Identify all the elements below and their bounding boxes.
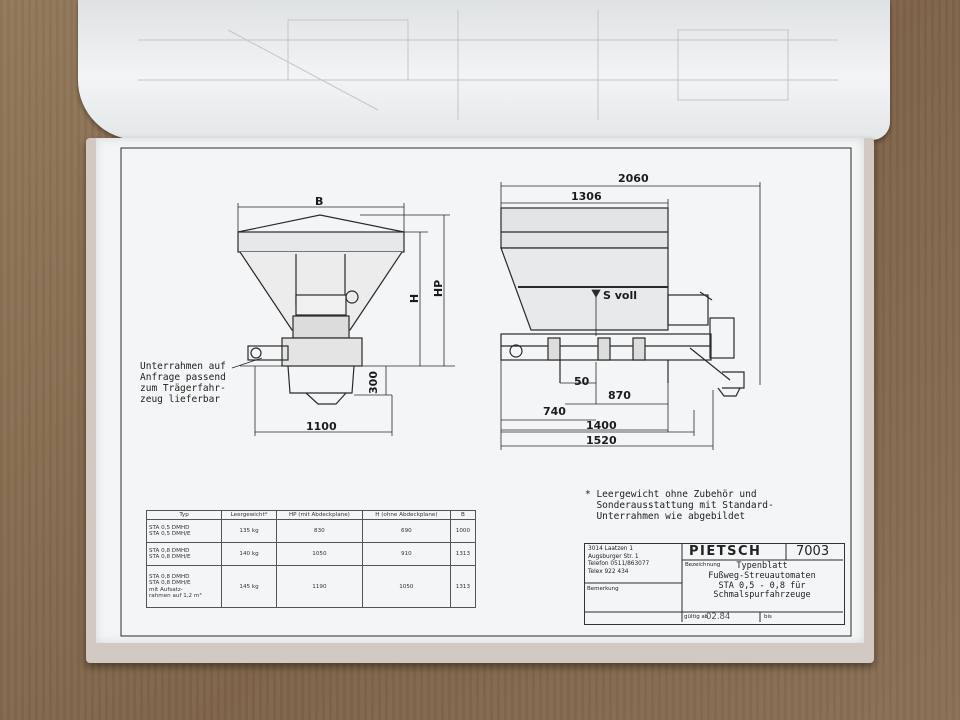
gueltig-ab-label: gültig ab	[684, 614, 709, 620]
dim-hp-label: HP	[432, 279, 446, 298]
note-unterrahmen: Unterrahmen auf Anfrage passend zum Träg…	[140, 361, 226, 405]
table-row: STA 0,5 DMHD STA 0,5 DMH/E 135 kg 830 69…	[145, 518, 477, 544]
folded-top-page	[78, 0, 890, 140]
table-row: STA 0,8 DMHD STA 0,8 DMH/E 140 kg 1050 9…	[145, 542, 477, 567]
cell-h: 910	[361, 542, 451, 567]
bemerkung-label: Bemerkung	[587, 586, 619, 592]
cell-leergewicht: 140 kg	[221, 542, 277, 567]
header-b: B	[449, 510, 477, 520]
table-row: STA 0,8 DMHD STA 0,8 DMH/E mit Aufsatz- …	[145, 565, 477, 608]
bis-label: bis	[764, 614, 772, 620]
title-line: Typenblatt	[736, 561, 788, 571]
bezeichnung-label: Bezeichnung	[685, 562, 721, 568]
faint-bleedthrough-drawing	[138, 10, 838, 120]
dim-h-label: H	[408, 293, 422, 304]
cell-b: 1313	[449, 565, 477, 608]
address-block: 3014 Laatzen 1 Augsburger Str. 1 Telefon…	[588, 546, 649, 576]
cell-typ: STA 0,8 DMHD STA 0,8 DMH/E	[145, 542, 223, 567]
address-line: 3014 Laatzen 1	[588, 546, 634, 552]
title-line: Fußweg-Streuautomaten	[708, 570, 816, 581]
cell-typ: STA 0,5 DMHD STA 0,5 DMH/E	[145, 518, 223, 544]
drawing-number: 7003	[796, 544, 830, 559]
side-view-hopper	[500, 207, 745, 397]
dim-1306-label: 1306	[571, 190, 602, 203]
address-line: Telex 922 434	[588, 568, 629, 575]
cell-leergewicht: 135 kg	[221, 518, 277, 544]
dim-870-label: 870	[608, 389, 631, 402]
cell-typ: STA 0,8 DMHD STA 0,8 DMH/E mit Aufsatz- …	[145, 565, 223, 608]
dim-740-label: 740	[543, 405, 566, 418]
gueltig-ab-value: 02.84	[706, 612, 731, 622]
cell-h: 690	[361, 518, 451, 544]
dim-300-label: 300	[366, 371, 380, 394]
header-h: H (ohne Abdeckplane)	[361, 510, 451, 520]
header-hp: HP (mit Abdeckplane)	[275, 510, 363, 520]
header-leergewicht: Leergewicht*	[221, 510, 277, 520]
table-header-row: Typ Leergewicht* HP (mit Abdeckplane) H …	[145, 510, 477, 520]
title-line: STA 0,5 - 0,8 für	[718, 580, 806, 591]
dim-1520-label: 1520	[586, 434, 617, 447]
cell-hp: 1190	[275, 565, 363, 608]
drawing-title: Typenblatt Fußweg-Streuautomaten STA 0,5…	[684, 561, 840, 601]
cell-leergewicht: 145 kg	[221, 565, 277, 608]
dim-2060-label: 2060	[618, 172, 649, 185]
note-leergewicht: * Leergewicht ohne Zubehör und Sonderaus…	[585, 489, 774, 522]
title-block	[584, 543, 845, 625]
title-line: Schmalspurfahrzeuge	[713, 590, 811, 601]
s-voll-label: S voll	[603, 289, 638, 302]
cell-hp: 1050	[275, 542, 363, 567]
address-line: Augsburger Str. 1	[588, 553, 639, 560]
header-typ: Typ	[145, 510, 223, 520]
dim-b-label: B	[315, 195, 324, 208]
cell-b: 1313	[449, 542, 477, 567]
address-line: Telefon 0511/863077	[588, 561, 650, 567]
drawing-border	[120, 147, 852, 637]
dim-1100-label: 1100	[306, 420, 337, 433]
spec-table: Typ Leergewicht* HP (mit Abdeckplane) H …	[145, 510, 477, 608]
dim-1400-label: 1400	[586, 419, 617, 432]
dim-50-label: 50	[574, 375, 590, 388]
front-view-hopper	[237, 214, 405, 405]
cell-h: 1050	[361, 565, 451, 608]
company-name: PIETSCH	[689, 544, 762, 559]
cell-b: 1000	[449, 518, 477, 544]
cell-hp: 830	[275, 518, 363, 544]
